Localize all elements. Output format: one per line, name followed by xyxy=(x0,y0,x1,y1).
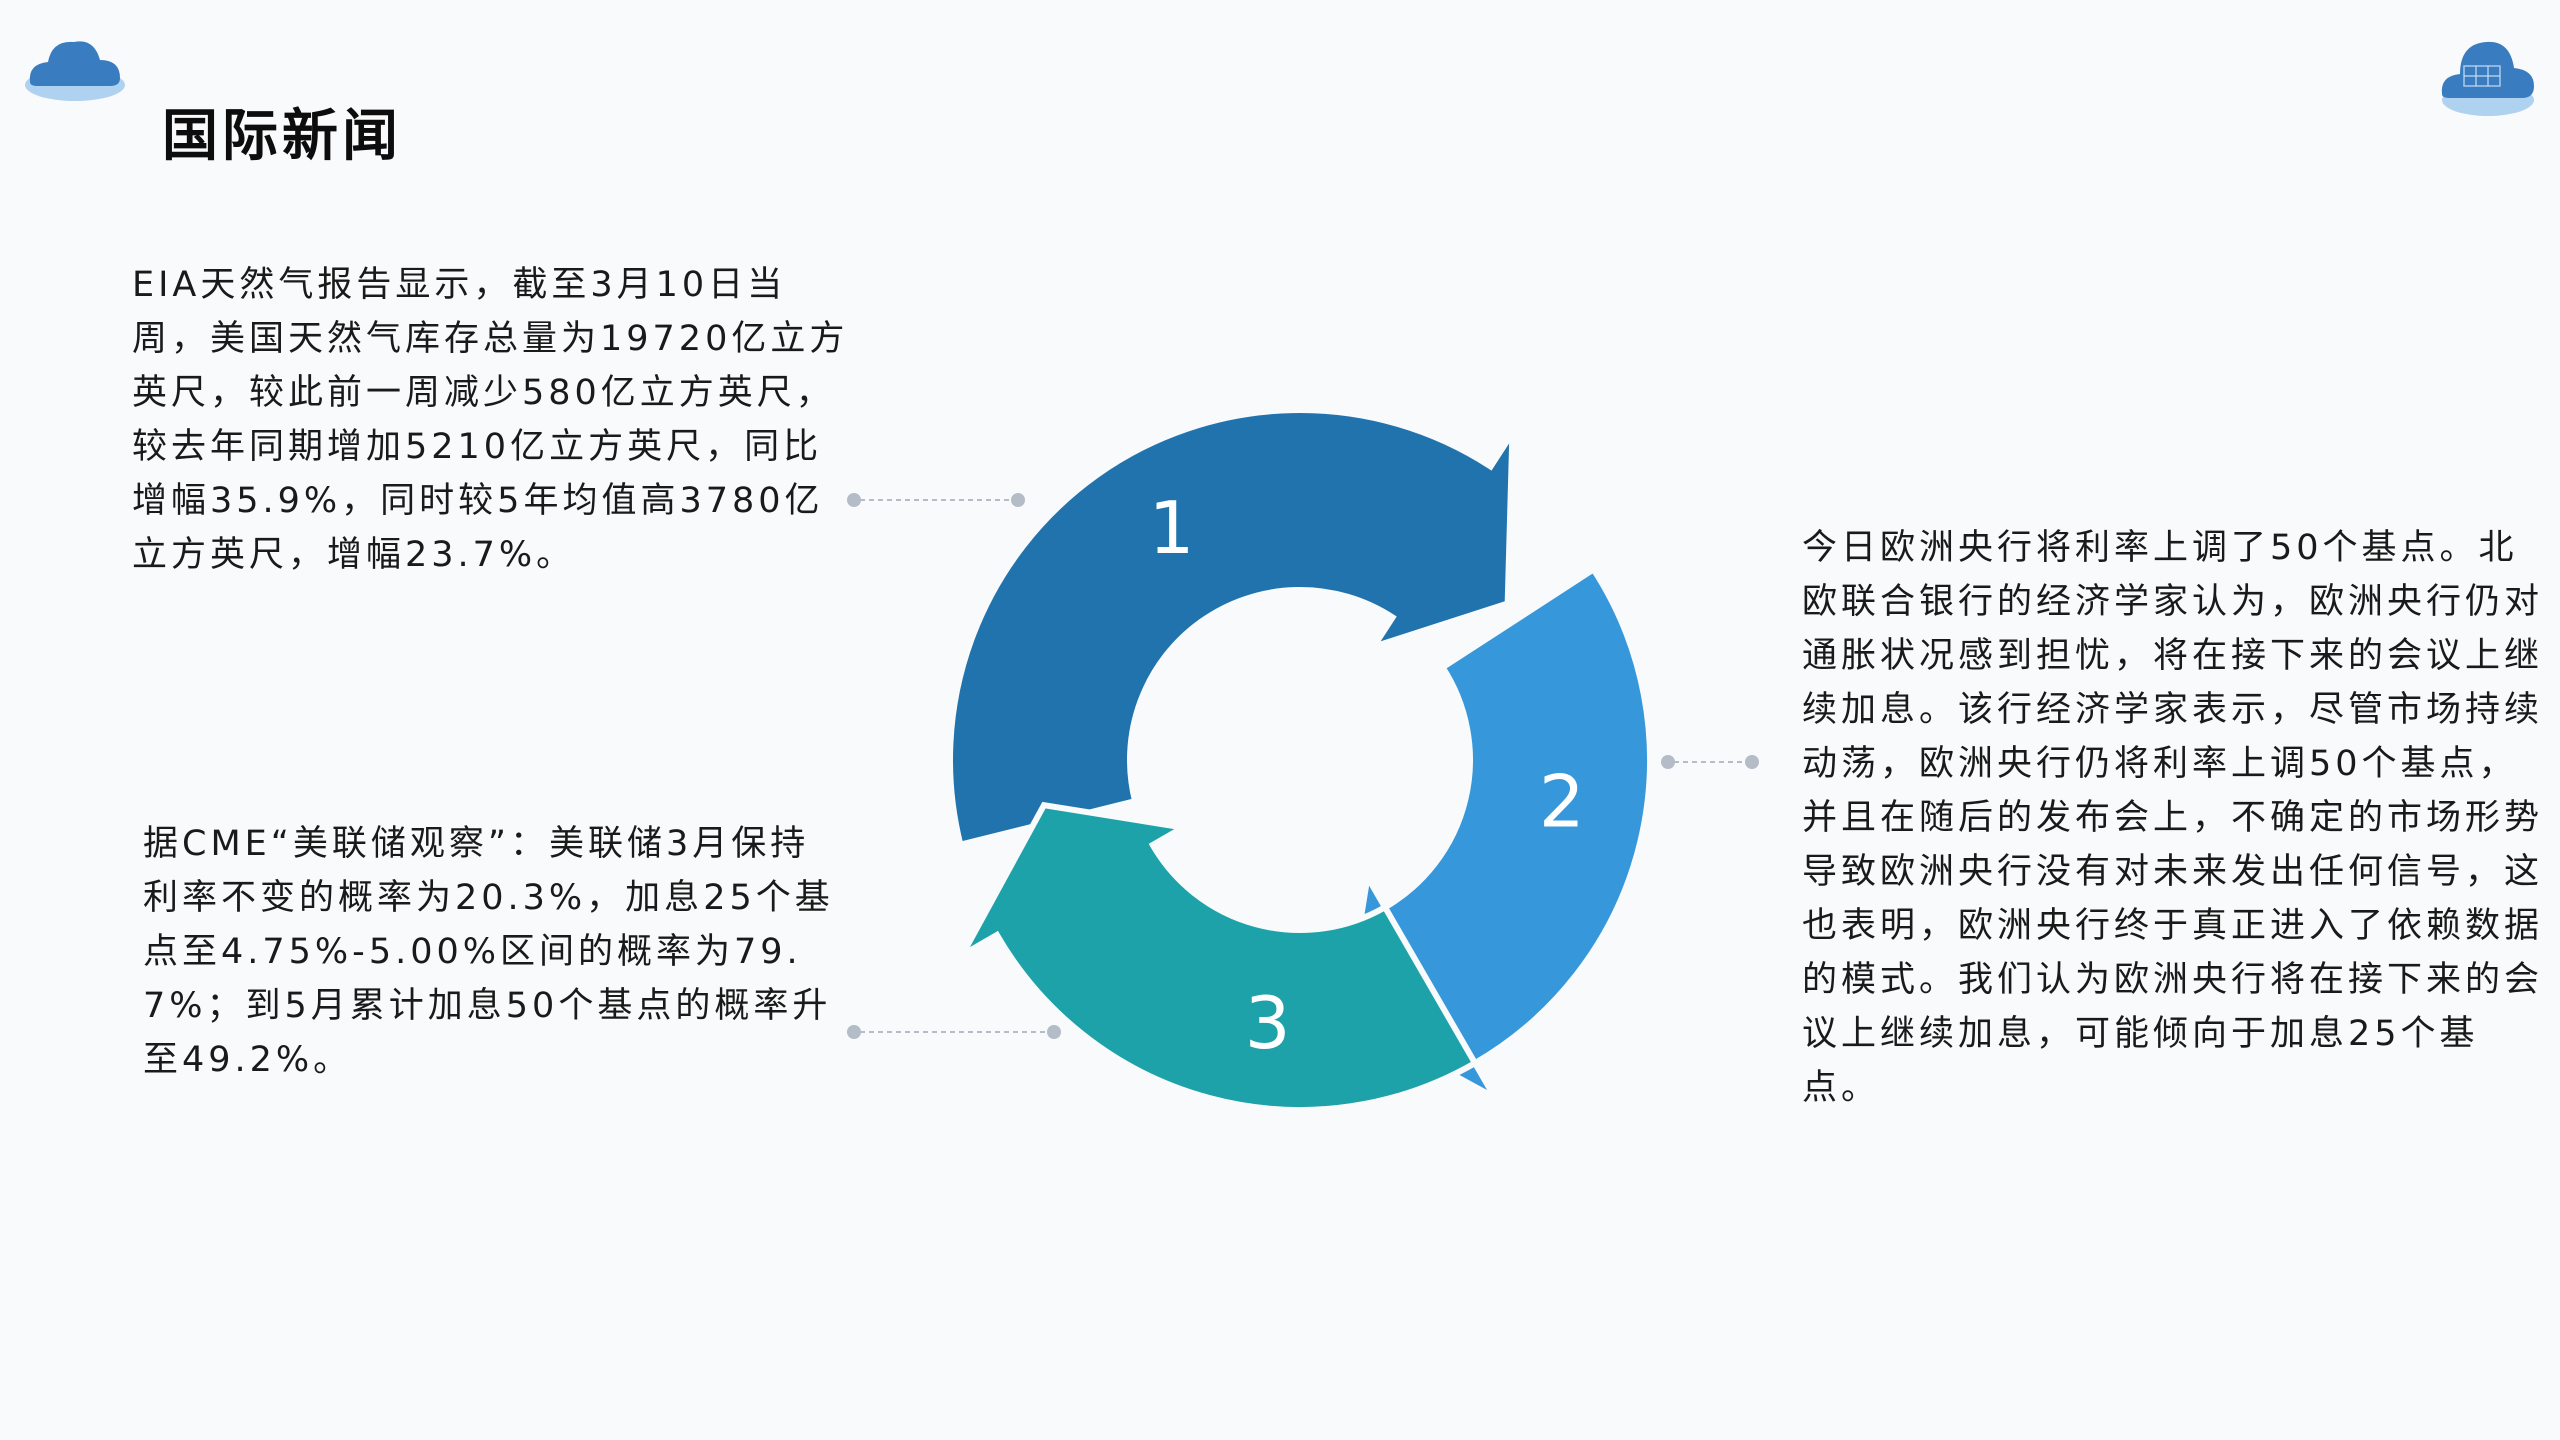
cycle-arrow-3 xyxy=(954,801,1480,1114)
connector-2 xyxy=(847,1025,1061,1039)
news-text-cme: 据CME“美联储观察”：美联储3月保持利率不变的概率为20.3%，加息25个基点… xyxy=(143,824,834,1080)
step-number-3: 3 xyxy=(1245,981,1291,1065)
page-title: 国际新闻 xyxy=(162,104,402,169)
news-text-ecb: 今日欧洲央行将利率上调了50个基点。北欧联合银行的经济学家认为，欧洲央行仍对通胀… xyxy=(1802,528,2544,1108)
connector-1 xyxy=(847,493,1025,507)
cycle-diagram: 1 2 3 xyxy=(947,407,1653,1114)
step-number-1: 1 xyxy=(1149,486,1195,570)
cycle-arrow-1 xyxy=(947,407,1516,849)
step-number-2: 2 xyxy=(1539,759,1585,843)
news-text-eia: EIA天然气报告显示，截至3月10日当周，美国天然气库存总量为19720亿立方英… xyxy=(132,265,849,575)
cloud-icon-top-left xyxy=(25,41,125,101)
cloud-icon-top-right xyxy=(2441,41,2534,116)
connector-3 xyxy=(1661,755,1759,769)
